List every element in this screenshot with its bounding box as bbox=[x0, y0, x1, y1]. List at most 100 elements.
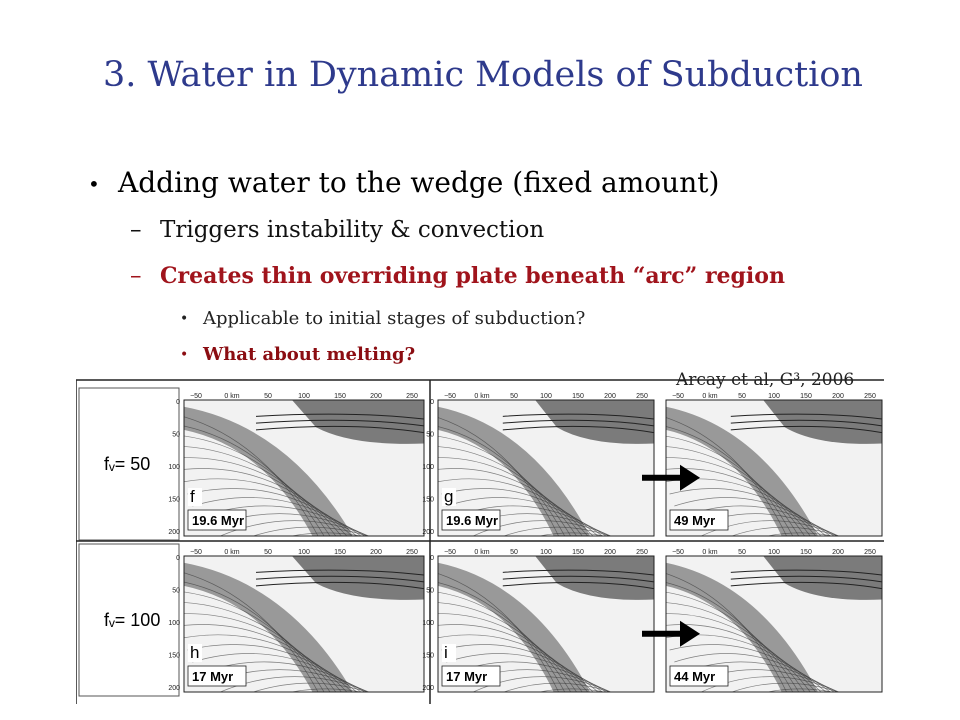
subducting-slab bbox=[666, 562, 818, 692]
panel-letter: i bbox=[444, 643, 448, 662]
axis-tick-label: 0 km bbox=[702, 393, 717, 400]
axis-tick-label: 50 bbox=[738, 549, 746, 556]
panel-letter-bg bbox=[442, 644, 456, 662]
temperature-contour bbox=[502, 581, 654, 590]
axis-tick-label: 100 bbox=[540, 393, 552, 400]
temperature-contour bbox=[255, 413, 424, 420]
transition-arrow bbox=[642, 464, 700, 491]
temperature-contour bbox=[730, 413, 882, 420]
axis-tick-label: 150 bbox=[800, 549, 812, 556]
streamline bbox=[502, 526, 612, 536]
axis-tick-label: 150 bbox=[334, 549, 346, 556]
overriding-plate bbox=[292, 400, 424, 444]
axis-tick-label: 250 bbox=[406, 549, 418, 556]
depth-tick-label: 50 bbox=[426, 432, 434, 439]
streamline bbox=[184, 478, 353, 536]
temperature-contour bbox=[502, 575, 654, 583]
time-label-box bbox=[441, 509, 501, 531]
depth-tick-label: 0 bbox=[176, 399, 180, 406]
slide-title: 3. Water in Dynamic Models of Subduction bbox=[103, 55, 863, 95]
time-label: 17 Myr bbox=[446, 669, 487, 684]
citation-credit: Arcay et al, G³, 2006 bbox=[676, 370, 855, 390]
depth-tick-label: 150 bbox=[422, 653, 434, 660]
streamline bbox=[666, 457, 811, 536]
axis-tick-label: 200 bbox=[604, 393, 616, 400]
temperature-contour bbox=[502, 419, 654, 427]
axis-tick-label: 250 bbox=[636, 549, 648, 556]
depth-tick-label: 200 bbox=[422, 529, 434, 536]
streamline bbox=[184, 435, 331, 536]
bullet-marker: • bbox=[180, 311, 189, 327]
panel-frame bbox=[183, 555, 425, 693]
depth-tick-label: 200 bbox=[168, 529, 180, 536]
transition-arrow bbox=[642, 620, 700, 647]
temperature-contour bbox=[502, 425, 654, 434]
depth-tick-label: 0 bbox=[430, 399, 434, 406]
axis-tick-label: 250 bbox=[864, 393, 876, 400]
time-label: 44 Myr bbox=[674, 669, 715, 684]
depth-tick-label: 50 bbox=[426, 588, 434, 595]
streamline bbox=[674, 497, 831, 536]
axis-tick-label: 250 bbox=[864, 549, 876, 556]
streamline bbox=[666, 417, 787, 536]
axis-tick-label: 50 bbox=[264, 549, 272, 556]
time-label-box bbox=[669, 509, 729, 531]
axis-tick-label: 50 bbox=[510, 549, 518, 556]
streamline bbox=[184, 446, 337, 536]
streamline bbox=[192, 497, 362, 536]
temperature-contour bbox=[255, 569, 424, 576]
streamline bbox=[252, 526, 369, 536]
depth-tick-label: 150 bbox=[168, 497, 180, 504]
streamline bbox=[674, 653, 831, 692]
streamline bbox=[766, 532, 834, 536]
streamline bbox=[730, 526, 840, 536]
axis-tick-label: 100 bbox=[298, 549, 310, 556]
streamline bbox=[184, 591, 331, 692]
depth-tick-label: 150 bbox=[422, 497, 434, 504]
streamline bbox=[538, 532, 606, 536]
sub-bullet-1: Triggers instability & convection bbox=[160, 217, 545, 243]
streamline bbox=[472, 520, 612, 536]
axis-tick-label: 0 km bbox=[702, 549, 717, 556]
axis-tick-label: 250 bbox=[406, 393, 418, 400]
bullet-marker: • bbox=[180, 347, 189, 363]
temperature-contour bbox=[730, 425, 882, 434]
streamline bbox=[700, 520, 840, 536]
streamline bbox=[438, 457, 583, 536]
panel-letter: f bbox=[190, 487, 195, 506]
panel-letter: h bbox=[190, 643, 199, 662]
row-label: fᵥ= 100 bbox=[104, 610, 160, 630]
axis-tick-label: 50 bbox=[738, 393, 746, 400]
overriding-plate bbox=[763, 400, 882, 444]
streamline bbox=[438, 591, 572, 692]
streamline bbox=[438, 602, 577, 692]
temperature-contour bbox=[255, 581, 424, 590]
axis-tick-label: 100 bbox=[768, 393, 780, 400]
panel-frame bbox=[665, 399, 883, 537]
axis-tick-label: 150 bbox=[334, 393, 346, 400]
row-label-box bbox=[78, 543, 180, 697]
streamline bbox=[187, 488, 358, 536]
time-label-box bbox=[187, 665, 247, 687]
temperature-contour bbox=[730, 575, 882, 583]
panel-frame bbox=[437, 555, 655, 693]
axis-tick-label: −50 bbox=[190, 393, 202, 400]
axis-tick-label: 150 bbox=[572, 549, 584, 556]
axis-tick-label: 0 km bbox=[224, 549, 239, 556]
subducting-slab bbox=[438, 562, 590, 692]
streamline bbox=[446, 497, 603, 536]
streamline bbox=[219, 520, 370, 536]
axis-tick-label: −50 bbox=[444, 549, 456, 556]
streamline bbox=[666, 613, 811, 692]
axis-tick-label: 100 bbox=[298, 393, 310, 400]
streamline bbox=[290, 688, 363, 692]
streamline bbox=[438, 634, 594, 692]
streamline bbox=[472, 676, 612, 692]
time-label-box bbox=[441, 665, 501, 687]
depth-tick-label: 200 bbox=[168, 685, 180, 692]
